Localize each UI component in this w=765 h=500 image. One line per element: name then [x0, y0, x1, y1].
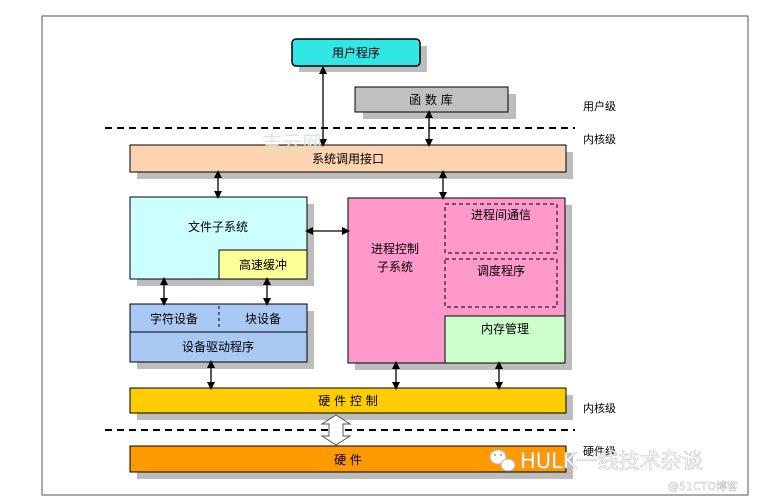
memory-management-box [444, 315, 566, 364]
hardware-control-box [129, 387, 567, 414]
user-program-box [291, 38, 421, 67]
hardware-label: 硬 件 [334, 453, 362, 467]
library-box [354, 86, 509, 113]
ipc-box [444, 203, 558, 254]
wechat-icon [489, 449, 516, 472]
hardware-control-label: 硬 件 控 制 [318, 394, 377, 408]
watermark-brand: HULK一线技术杂谈 [520, 449, 703, 473]
user-level-label: 用户级 [583, 99, 616, 113]
hardware-level-label: 硬件级 [583, 445, 616, 458]
hollow-double-arrow [320, 414, 352, 446]
connector-arrows [160, 66, 503, 390]
scheduler-box [444, 258, 558, 308]
syscall-interface-label: 系统调用接口 [312, 151, 384, 166]
library-label: 函 数 库 [409, 92, 453, 107]
file-subsystem-label: 文件子系统 [188, 219, 248, 234]
kernel-level-label-top: 内核级 [583, 132, 616, 146]
process-control-label-2: 子系统 [377, 260, 413, 274]
user-program-label: 用户程序 [332, 45, 380, 60]
watermark-center: 吉云网 [262, 131, 322, 155]
device-driver-label: 设备驱动程序 [182, 339, 254, 354]
watermark-site: @51CTO博客 [668, 479, 738, 493]
process-control-label-1: 进程控制 [371, 241, 419, 256]
memory-management-label: 内存管理 [481, 321, 529, 336]
kernel-level-label-bottom: 内核级 [583, 401, 616, 415]
block-device-label: 块设备 [245, 312, 281, 326]
syscall-interface-box [129, 144, 567, 173]
cache-box [218, 249, 308, 280]
char-device-label: 字符设备 [150, 311, 198, 326]
ipc-label: 进程间通信 [471, 207, 531, 222]
cache-label: 高速缓冲 [239, 257, 287, 272]
scheduler-label: 调度程序 [477, 263, 525, 278]
